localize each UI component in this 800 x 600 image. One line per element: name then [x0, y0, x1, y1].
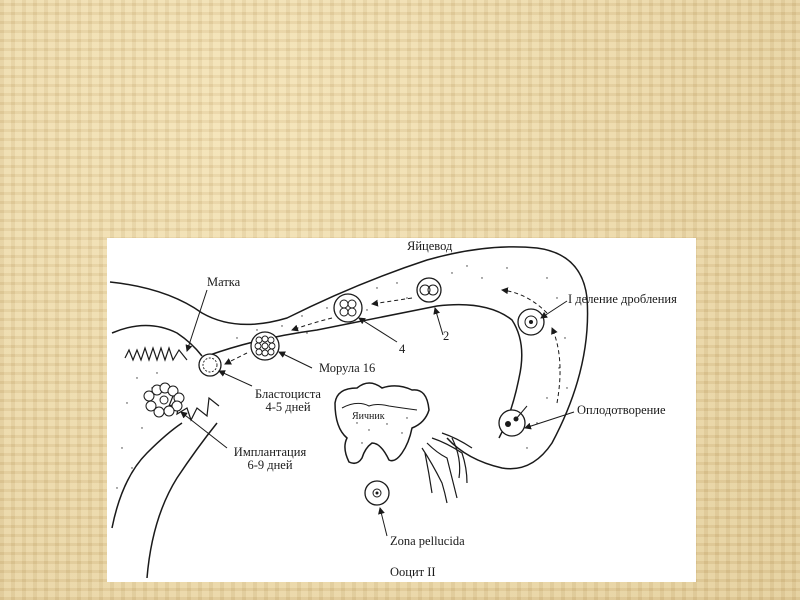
- label-blastocyst-name: Бластоциста: [255, 387, 321, 401]
- label-implantation: Имплантация 6-9 дней: [225, 446, 315, 472]
- label-fertilization: Оплодотворение: [577, 403, 666, 417]
- uterus-wall-upper: [111, 324, 203, 357]
- label-oocyte: Ооцит II: [390, 565, 436, 579]
- label-ovary: Яичник: [352, 411, 385, 422]
- movement-arrow-morula: [224, 352, 248, 365]
- ovary-stipple: [356, 417, 408, 444]
- label-implantation-name: Имплантация: [233, 445, 307, 459]
- leader-lines: [180, 289, 575, 537]
- label-uterus: Матка: [207, 275, 241, 289]
- endometrium-upper: [124, 346, 188, 362]
- label-zona-pellucida: Zona pellucida: [390, 534, 465, 548]
- movement-arrow-lower: [551, 327, 561, 404]
- oocyte-ii: [364, 480, 390, 506]
- uterus-wall-lower: [111, 422, 183, 529]
- four-cell-embryo: [333, 293, 363, 323]
- oviduct-diagram: [109, 246, 589, 579]
- fimbriae: [421, 432, 473, 504]
- movement-arrow-upper: [501, 287, 548, 314]
- label-first-cleavage: I деление дробления: [568, 292, 677, 306]
- first-cleavage-zygote: [517, 308, 545, 336]
- fertilized-egg: [498, 405, 528, 437]
- uterus-wall-lower-2: [146, 422, 218, 579]
- two-cell-embryo: [416, 277, 442, 303]
- movement-arrow-left: [291, 317, 333, 332]
- ovary: [334, 382, 430, 465]
- label-4-cell: 4: [399, 342, 406, 356]
- label-blastocyst-time: 4-5 дней: [265, 400, 311, 414]
- label-2-cell: 2: [443, 329, 450, 343]
- label-blastocyst: Бластоциста 4-5 дней: [247, 388, 329, 414]
- label-implantation-time: 6-9 дней: [247, 458, 293, 472]
- endometrium-lower: [166, 387, 220, 422]
- implanted-embryo: [143, 382, 185, 418]
- diagram-panel: Яйцевод Матка I деление дробления 4 2 Мо…: [107, 238, 696, 582]
- morula: [250, 331, 280, 361]
- label-oviduct: Яйцевод: [407, 239, 453, 253]
- blastocyst: [198, 353, 222, 377]
- ovary-inner: [341, 402, 418, 411]
- label-morula: Морула 16: [319, 361, 376, 375]
- movement-arrow-mid: [371, 297, 413, 307]
- oviduct-inner-wall: [206, 303, 523, 439]
- oviduct-outer-wall: [109, 246, 589, 470]
